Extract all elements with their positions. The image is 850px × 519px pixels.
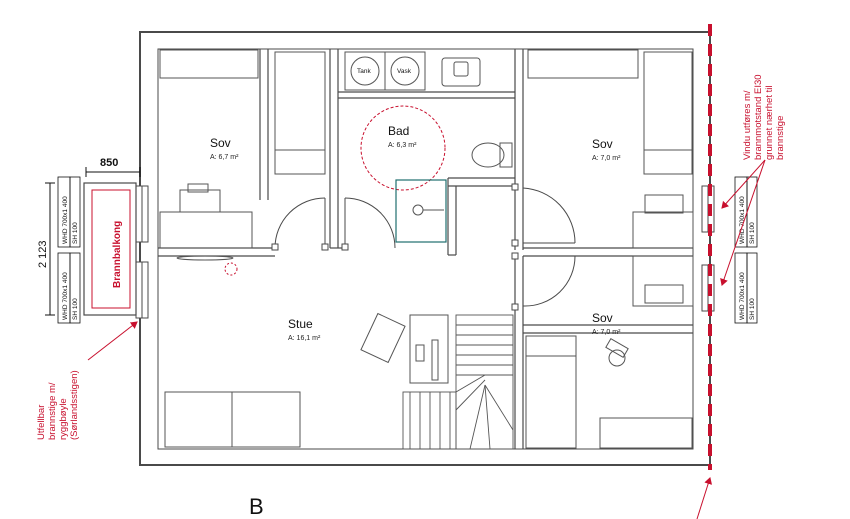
window-spec-left-bottom-sh: SH 100 (72, 298, 79, 320)
balcony-label: Brannbalkong (112, 221, 123, 288)
fire-balcony: Brannbalkong (83, 182, 137, 316)
window-note-line-2: brannmotstand EI30 (753, 74, 764, 160)
tank-label: Tank (357, 68, 371, 75)
window-spec-right-bottom-dim: WHD 700x1 400 (739, 272, 746, 320)
ladder-note: Utfellbar brannstige m/ ryggbøyle (Sørla… (36, 370, 80, 440)
ladder-note-line-4: (Sørlandsstigen) (69, 370, 80, 440)
room-name-sov-right-top: Sov (592, 137, 613, 151)
window-spec-left-top-dim: WHD 700x1 400 (62, 196, 69, 244)
misc-fixtures (176, 255, 629, 367)
window-spec-left-top-sh: SH 100 (72, 222, 79, 244)
room-area-bad: A: 6,3 m² (388, 142, 417, 149)
room-name-stue: Stue (288, 317, 313, 331)
desks (159, 183, 694, 384)
doors (271, 183, 576, 311)
bathroom-fixtures (344, 51, 513, 243)
vask-label: Vask (397, 68, 412, 75)
window-note-line-3: grunnet nærhet til (764, 86, 775, 160)
ladder-note-line-1: Utfellbar (36, 405, 47, 440)
window-note-line-1: Vindu utføres m/ (742, 90, 753, 160)
window-note: Vindu utføres m/ brannmotstand EI30 grun… (742, 74, 786, 160)
window-note-line-4: brannstige (775, 116, 786, 160)
room-name-sov-right-bottom: Sov (592, 311, 613, 325)
balcony-width-dimension: 850 (100, 157, 118, 169)
window-spec-left-bottom-dim: WHD 700x1 400 (62, 272, 69, 320)
staircase (402, 314, 514, 450)
dimension-lines (45, 167, 141, 316)
room-area-sov-right-top: A: 7,0 m² (592, 155, 621, 162)
windows (135, 185, 715, 319)
annotation-arrows (87, 159, 766, 519)
beds (159, 49, 693, 449)
ladder-note-line-3: ryggbøyle (58, 398, 69, 440)
room-name-sov-left: Sov (210, 136, 231, 150)
room-area-stue: A: 16,1 m² (288, 335, 321, 342)
balcony-height-dimension: 2 123 (37, 240, 49, 268)
room-area-sov-right-bottom: A: 7,0 m² (592, 329, 621, 336)
window-spec-left (57, 176, 81, 324)
room-area-sov-left: A: 6,7 m² (210, 154, 239, 161)
room-name-bad: Bad (388, 124, 409, 138)
section-label: B (249, 494, 264, 519)
window-spec-right-top-sh: SH 100 (749, 222, 756, 244)
window-spec-right-top-dim: WHD 700x1 400 (739, 196, 746, 244)
ladder-note-line-2: brannstige m/ (47, 382, 58, 440)
window-spec-right-bottom-sh: SH 100 (749, 298, 756, 320)
interior-walls (158, 49, 693, 449)
